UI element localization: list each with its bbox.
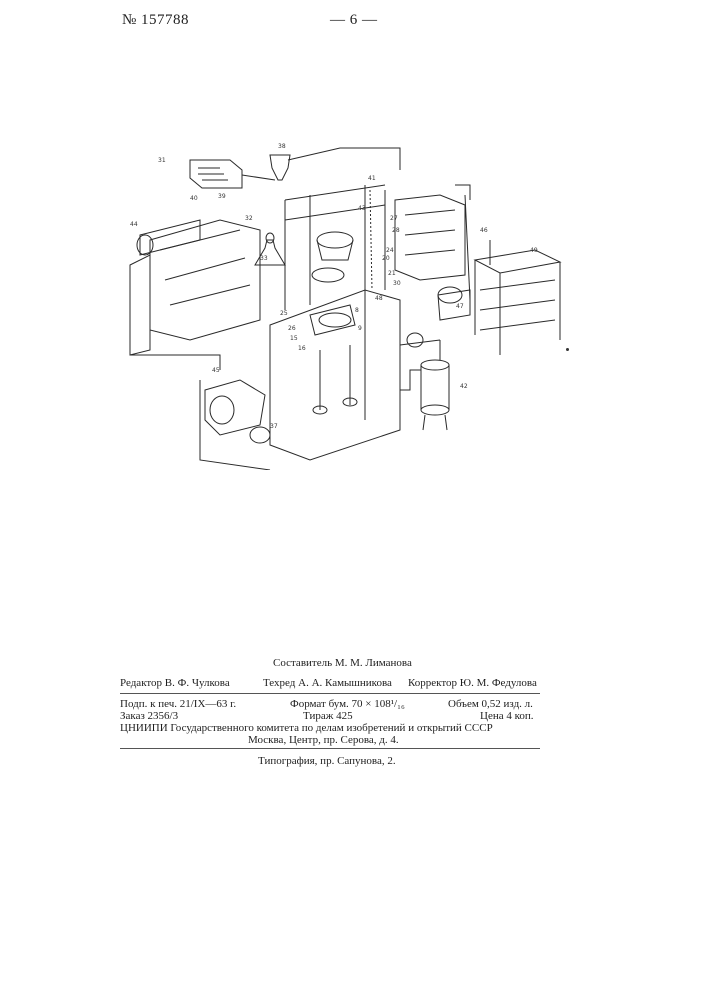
figure-label: 39	[218, 193, 226, 200]
editor-line: Редактор В. Ф. Чулкова	[120, 677, 230, 689]
figure-label: 44	[130, 221, 138, 228]
patent-number: № 157788	[122, 12, 189, 29]
figure-label: 26	[288, 325, 296, 332]
figure-label: 41	[368, 175, 376, 182]
figure-label: 25	[280, 310, 288, 317]
printing-line: Типография, пр. Сапунова, 2.	[258, 755, 396, 767]
corrector-line: Корректор Ю. М. Федулова	[408, 677, 537, 689]
figure-label: 9	[358, 325, 362, 332]
technical-drawing: 31 38 39 46 41 49 40 32 33 43 44 45 47 42 37 25 26 1516 8 9…	[110, 140, 570, 470]
figure-label: 42	[460, 383, 468, 390]
figure-label: 49	[530, 247, 538, 254]
figure-label: 43	[358, 205, 366, 212]
figure-label: 31	[158, 157, 166, 164]
figure-label: 20	[382, 255, 390, 262]
figure-label: 40	[190, 195, 198, 202]
address-line: Москва, Центр, пр. Серова, д. 4.	[248, 734, 399, 746]
techred-line: Техред А. А. Камышникова	[263, 677, 392, 689]
figure-label: 28	[392, 227, 400, 234]
figure-label: 30	[393, 280, 401, 287]
format-line: Формат бум. 70 × 108¹/₁₆	[290, 698, 405, 710]
figure-label: 21	[388, 270, 396, 277]
figure-label: 33	[260, 255, 268, 262]
signed-line: Подп. к печ. 21/IX—63 г.	[120, 698, 236, 710]
figure-label: 16	[298, 345, 306, 352]
page-number: — 6 —	[330, 12, 378, 29]
institute-line: ЦНИИПИ Государственного комитета по дела…	[120, 722, 493, 734]
figure-label: 48	[375, 295, 383, 302]
divider-top	[120, 693, 540, 694]
divider-bottom	[120, 748, 540, 749]
figure-label: 46	[480, 227, 488, 234]
figure-label: 38	[278, 143, 286, 150]
dot-mark	[566, 348, 569, 351]
figure-label: 15	[290, 335, 298, 342]
figure-label: 8	[355, 307, 359, 314]
figure-label: 47	[456, 303, 464, 310]
figure-label: 27	[390, 215, 398, 222]
figure-label: 45	[212, 367, 220, 374]
compiler-line: Составитель М. М. Лиманова	[273, 657, 412, 669]
circulation-line: Тираж 425	[303, 710, 353, 722]
volume-line: Объем 0,52 изд. л.	[448, 698, 533, 710]
order-line: Заказ 2356/3	[120, 710, 178, 722]
figure-label: 32	[245, 215, 253, 222]
price-line: Цена 4 коп.	[480, 710, 534, 722]
figure-label: 24	[386, 247, 394, 254]
figure-label: 37	[270, 423, 278, 430]
